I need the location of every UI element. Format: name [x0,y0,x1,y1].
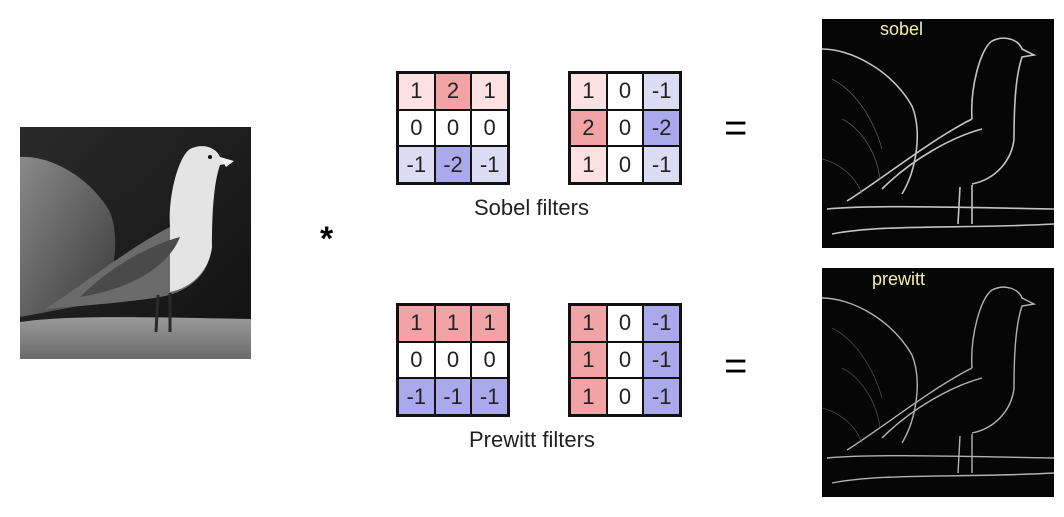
kernel-cell: 0 [398,341,435,379]
kernel-cell: 2 [570,109,607,147]
kernel-cell: 0 [606,378,644,415]
kernel-cell: 1 [570,73,607,110]
prewitt-output-image: prewitt [822,268,1054,497]
kernel-cell: 1 [398,305,435,342]
kernel-cell: -1 [434,378,472,415]
kernel-cell: 0 [606,73,644,110]
kernel-cell: 0 [471,341,508,379]
kernel-cell: 1 [471,73,508,110]
kernel-cell: 0 [606,146,644,183]
kernel-cell: 1 [434,305,472,342]
kernel-cell: 0 [471,109,508,147]
kernel-cell: -2 [434,146,472,183]
kernel-cell: 0 [434,341,472,379]
equals-sign-sobel: = [724,106,748,150]
input-photo [20,127,251,359]
kernel-cell: 0 [606,305,644,342]
kernel-cell: -1 [643,73,680,110]
kernel-cell: -1 [643,341,680,379]
kernel-cell: -2 [643,109,680,147]
prewitt-caption: Prewitt filters [469,427,595,452]
kernel-cell: 0 [606,341,644,379]
equals-sign-prewitt: = [724,344,748,388]
kernel-cell: -1 [398,146,435,183]
sobel-edge-map [822,37,1054,235]
kernel-cell: 0 [398,109,435,147]
kernel-cell: -1 [471,146,508,183]
seagull-photo [20,127,251,359]
kernel-cell: 1 [471,305,508,342]
kernel-cell: -1 [398,378,435,415]
kernel-cell: -1 [643,378,680,415]
prewitt-output-label: prewitt [872,269,926,289]
sobel-output-label: sobel [880,19,924,39]
kernel-cell: 0 [434,109,472,147]
kernel-cell: -1 [643,146,680,183]
kernel-cell: 1 [570,305,607,342]
convolution-operator: * [320,220,334,258]
kernel-cell: 1 [398,73,435,110]
kernel-cell: 1 [570,146,607,183]
sobel-caption: Sobel filters [474,195,589,220]
kernel-cell: -1 [643,305,680,342]
kernel-cell: 1 [570,341,607,379]
kernel-cell: -1 [471,378,508,415]
prewitt-edge-map [822,286,1054,484]
kernel-cell: 0 [606,109,644,147]
kernel-cell: 2 [434,73,472,110]
kernel-cell: 1 [570,378,607,415]
sobel-output-image: sobel [822,19,1054,248]
